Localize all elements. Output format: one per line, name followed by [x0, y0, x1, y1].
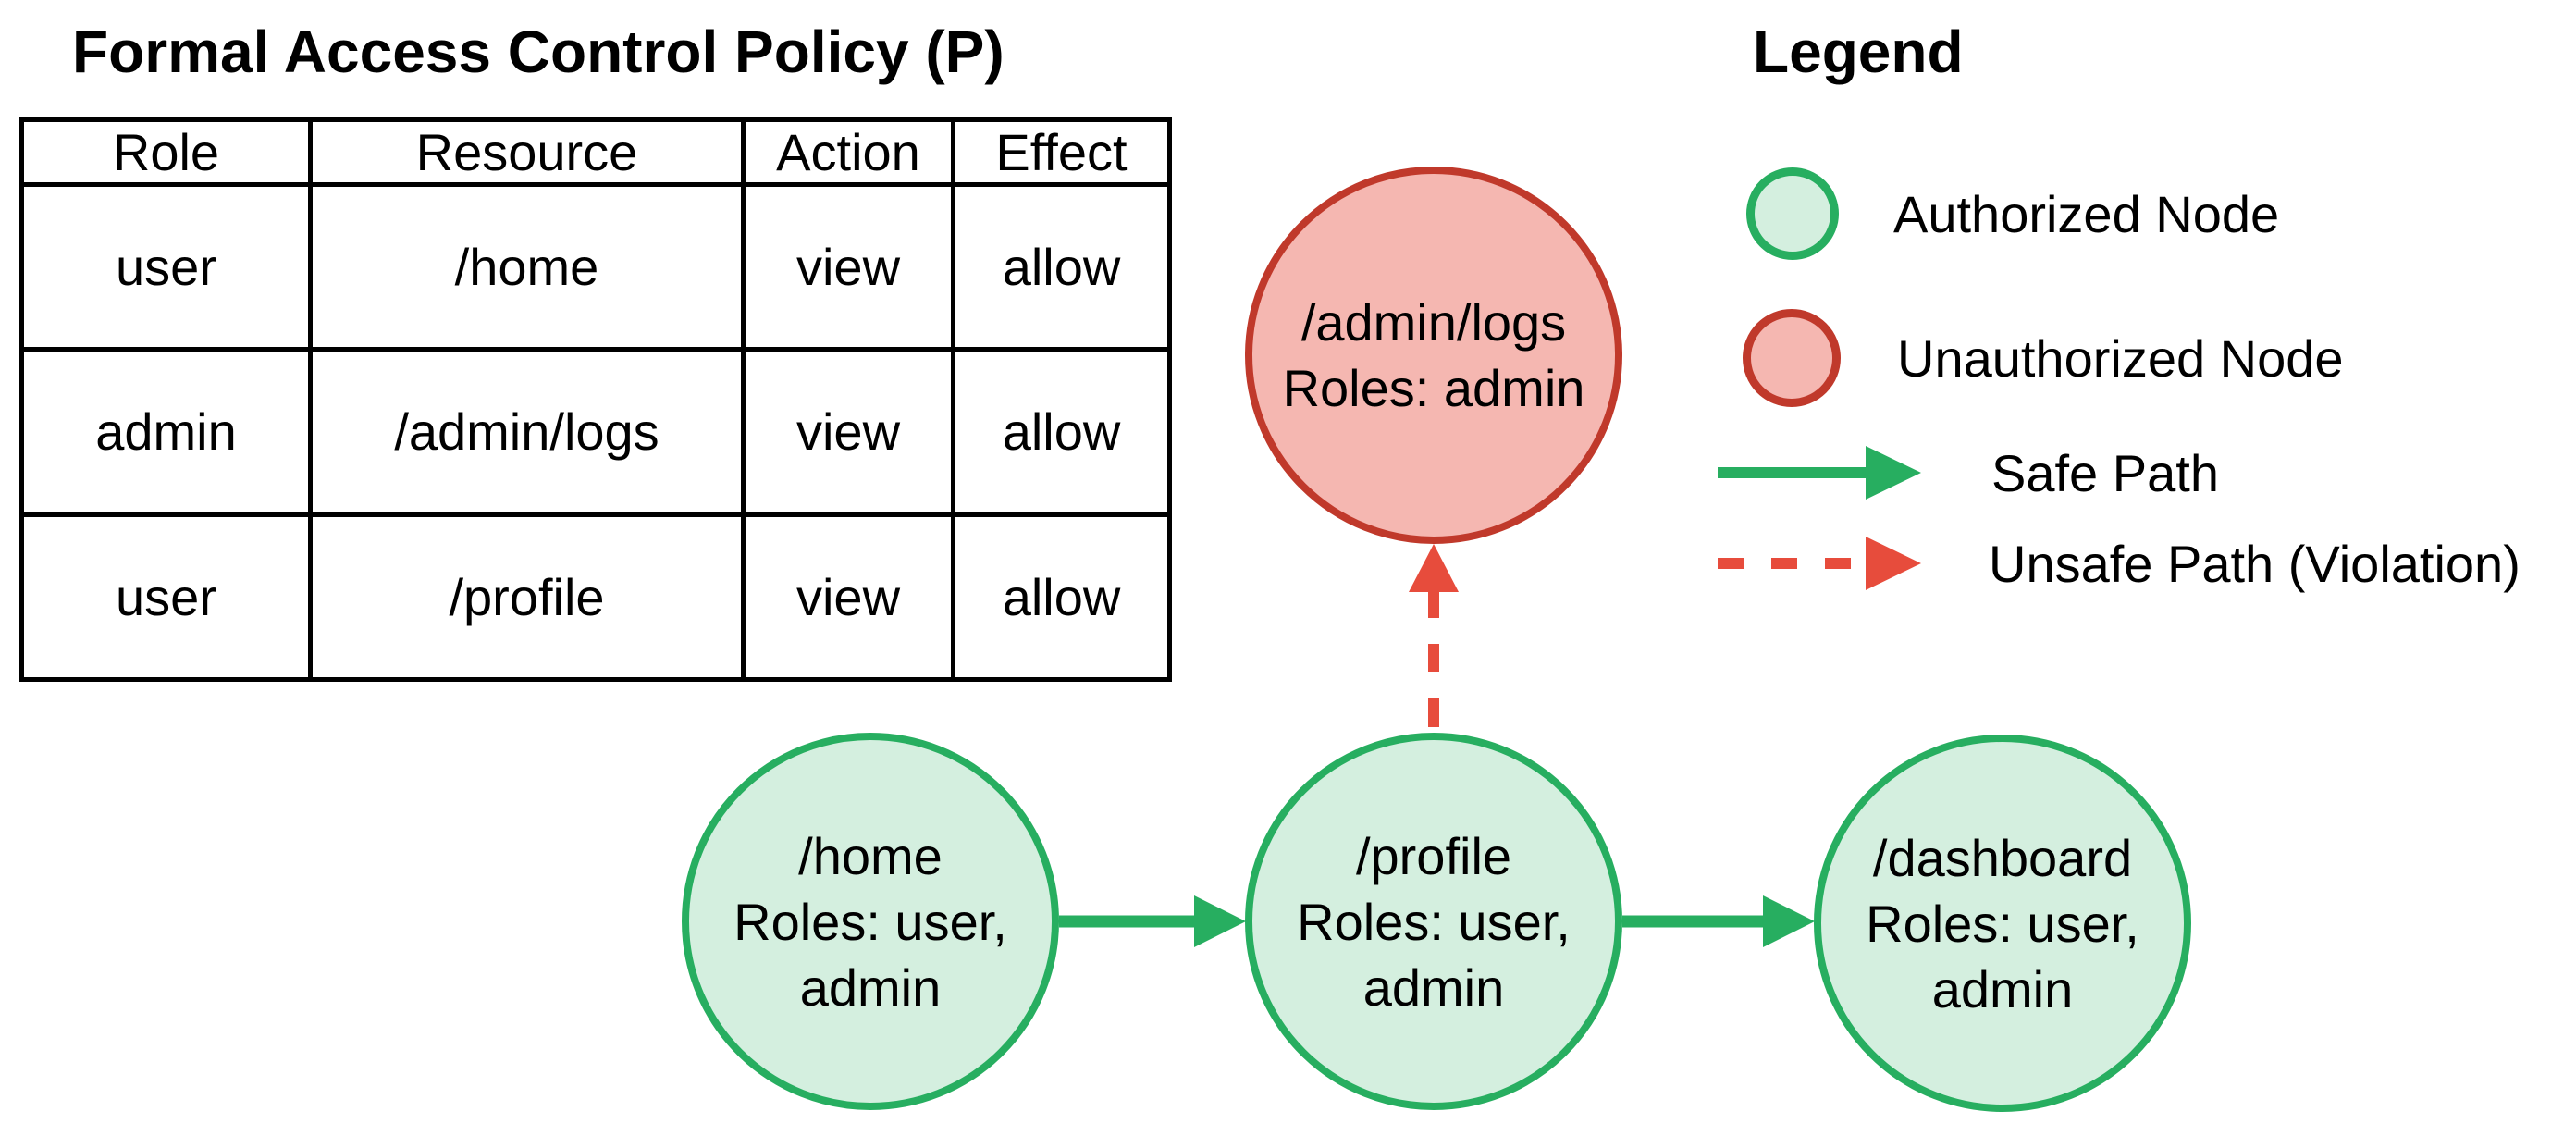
- cell-action: view: [741, 347, 955, 517]
- graph-node-profile: /profile Roles: user, admin: [1245, 733, 1622, 1110]
- legend-item-unsafe-path: Unsafe Path (Violation): [1718, 527, 2521, 599]
- node-roles-label: admin: [1931, 959, 2074, 1019]
- graph-node-admin-logs: /admin/logs Roles: admin: [1245, 167, 1622, 544]
- node-resource-label: /dashboard: [1872, 828, 2133, 887]
- node-roles-label: admin: [1362, 957, 1505, 1017]
- unsafe-path-arrow-icon: [1718, 537, 1921, 590]
- column-header-effect: Effect: [951, 117, 1172, 187]
- policy-table-title: Formal Access Control Policy (P): [72, 19, 1005, 85]
- safe-edge-home-to-profile: [1059, 895, 1246, 947]
- cell-role: user: [19, 512, 313, 683]
- unauthorized-node-icon: [1743, 309, 1841, 407]
- legend-title: Legend: [1753, 19, 1964, 85]
- node-resource-label: /profile: [1355, 826, 1512, 885]
- cell-effect: allow: [951, 181, 1172, 352]
- cell-effect: allow: [951, 347, 1172, 517]
- legend-item-authorized-node: Authorized Node: [1746, 167, 2279, 260]
- legend-item-safe-path: Safe Path: [1718, 437, 2219, 509]
- column-header-action: Action: [741, 117, 955, 187]
- node-roles-label: Roles: user,: [1866, 894, 2139, 953]
- node-roles-label: Roles: admin: [1282, 359, 1585, 417]
- node-resource-label: /home: [798, 826, 943, 885]
- policy-table: Role Resource Action Effect user /home v…: [19, 117, 1172, 683]
- unsafe-edge-profile-to-admin-logs: [1409, 544, 1459, 727]
- table-row: user /profile view allow: [19, 512, 1172, 683]
- node-resource-label: /admin/logs: [1300, 293, 1567, 352]
- cell-resource: /admin/logs: [308, 347, 746, 517]
- node-roles-label: Roles: user,: [1297, 892, 1571, 951]
- cell-role: user: [19, 181, 313, 352]
- cell-resource: /profile: [308, 512, 746, 683]
- legend-item-unauthorized-node: Unauthorized Node: [1743, 309, 2344, 407]
- cell-resource: /home: [308, 181, 746, 352]
- graph-node-home: /home Roles: user, admin: [682, 733, 1059, 1110]
- legend-label: Unauthorized Node: [1897, 328, 2344, 388]
- cell-action: view: [741, 181, 955, 352]
- cell-action: view: [741, 512, 955, 683]
- safe-edge-profile-to-dashboard: [1622, 895, 1815, 947]
- column-header-role: Role: [19, 117, 313, 187]
- legend-label: Safe Path: [1991, 443, 2219, 502]
- table-row: admin /admin/logs view allow: [19, 347, 1172, 517]
- cell-role: admin: [19, 347, 313, 517]
- legend-label: Authorized Node: [1893, 184, 2280, 243]
- policy-table-header-row: Role Resource Action Effect: [19, 117, 1172, 187]
- node-roles-label: Roles: user,: [733, 892, 1007, 951]
- cell-effect: allow: [951, 512, 1172, 683]
- legend-label: Unsafe Path (Violation): [1989, 534, 2521, 593]
- safe-path-arrow-icon: [1718, 446, 1921, 500]
- table-row: user /home view allow: [19, 181, 1172, 352]
- graph-node-dashboard: /dashboard Roles: user, admin: [1814, 735, 2191, 1112]
- authorized-node-icon: [1746, 167, 1839, 260]
- column-header-resource: Resource: [308, 117, 746, 187]
- node-roles-label: admin: [799, 957, 942, 1017]
